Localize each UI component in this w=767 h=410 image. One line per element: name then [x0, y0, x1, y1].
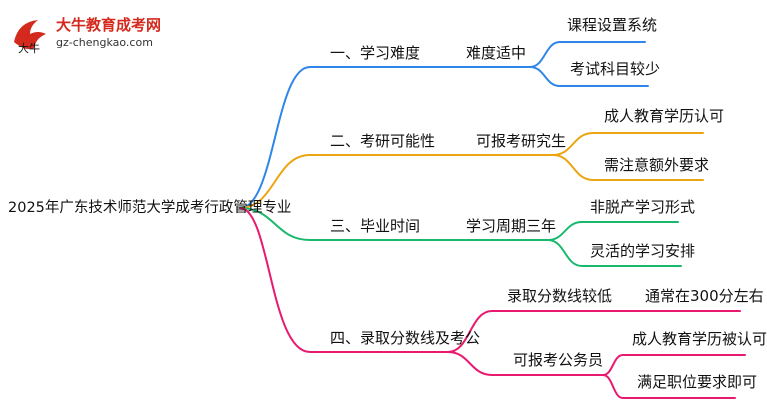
edge-root-branch-3 — [239, 207, 456, 241]
edge-branch-1-leaf-1 — [529, 41, 646, 68]
edge-branch-4-child-1 — [447, 310, 626, 353]
branch-label-study-difficulty: 一、学习难度 — [330, 44, 421, 62]
logo-title: 大牛教育成考网 — [56, 16, 162, 34]
sub-label-can-apply-postgrad: 可报考研究生 — [476, 132, 567, 150]
logo-mark-text: 大牛 — [18, 41, 40, 55]
edge-branch-4-child-2-leaf-2 — [602, 374, 736, 399]
branch-label-postgrad-possibility: 二、考研可能性 — [330, 132, 436, 150]
branch-label-score-and-civil-service: 四、录取分数线及考公 — [330, 329, 481, 347]
edge-branch-3-leaf-1 — [547, 221, 679, 241]
branch-label-graduation-time: 三、毕业时间 — [330, 217, 421, 235]
logo: 大牛 大牛教育成考网 gz-chengkao.com — [8, 12, 208, 56]
edge-branch-4-child-2 — [447, 351, 604, 376]
leaf-label: 需注意额外要求 — [604, 156, 710, 174]
leaf-label: 非脱产学习形式 — [590, 198, 696, 216]
leaf-label: 通常在300分左右 — [645, 287, 764, 305]
logo-url: gz-chengkao.com — [56, 36, 153, 49]
mindmap-edges — [239, 41, 746, 399]
mindmap-canvas — [239, 41, 746, 399]
sub-label-moderate-difficulty: 难度适中 — [466, 44, 527, 62]
leaf-label: 满足职位要求即可 — [637, 373, 758, 391]
leaf-label: 成人教育学历认可 — [604, 107, 725, 125]
edge-branch-2-leaf-2 — [552, 154, 704, 181]
leaf-label: 灵活的学习安排 — [590, 242, 696, 260]
leaf-label: 考试科目较少 — [570, 60, 661, 78]
logo-mark-icon: 大牛 — [14, 20, 46, 55]
edge-branch-3-leaf-2 — [547, 239, 682, 267]
leaf-label: 成人教育学历被认可 — [632, 330, 767, 348]
sub-label-low-admission-score: 录取分数线较低 — [507, 287, 613, 305]
edge-branch-2-leaf-1 — [552, 132, 704, 156]
edge-branch-4-child-2-leaf-1 — [602, 354, 746, 376]
edge-branch-1-leaf-2 — [529, 66, 649, 87]
edge-root-branch-1 — [239, 66, 449, 209]
edge-root-branch-4 — [239, 207, 449, 353]
root-topic: 2025年广东技术师范大学成考行政管理专业 — [8, 200, 292, 216]
leaf-label: 课程设置系统 — [567, 16, 658, 34]
edge-root-branch-2 — [239, 154, 456, 209]
sub-label-three-year-cycle: 学习周期三年 — [466, 217, 557, 235]
sub-label-civil-service: 可报考公务员 — [513, 351, 604, 369]
